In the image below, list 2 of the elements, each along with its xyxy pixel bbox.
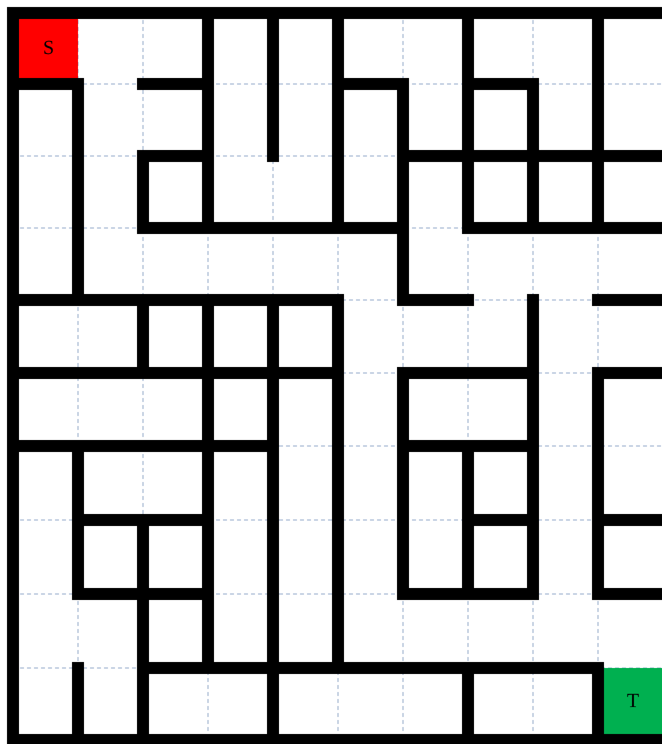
start-cell: S: [19, 19, 78, 78]
goal-cell: T: [604, 668, 662, 734]
